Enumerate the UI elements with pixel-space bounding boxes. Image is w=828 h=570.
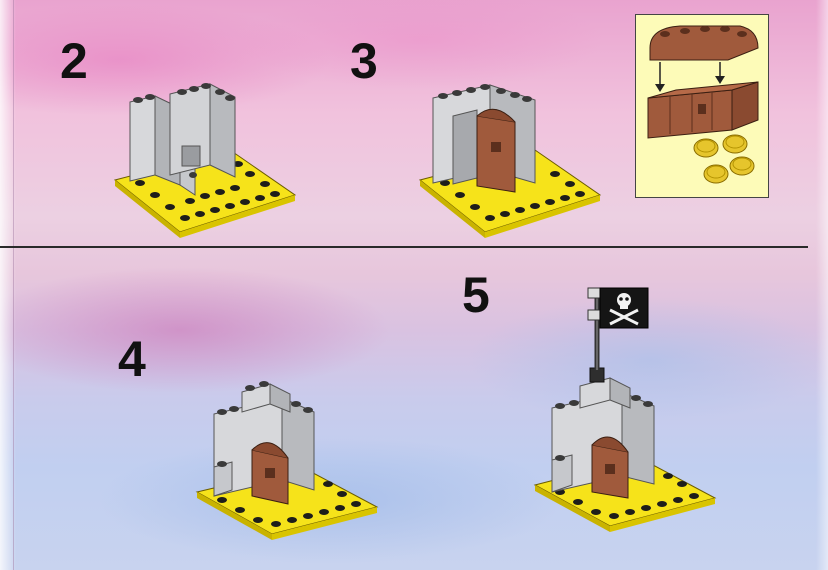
treasure-chest-icon xyxy=(647,25,759,139)
step-4-illustration xyxy=(195,381,379,540)
step-3-illustration xyxy=(418,84,602,238)
section-divider xyxy=(0,246,808,248)
step-5-illustration xyxy=(533,287,717,532)
page-fold-line xyxy=(13,0,14,570)
skull-crossbones-flag-icon xyxy=(587,287,649,329)
gold-coin-icon xyxy=(693,134,755,184)
page-fold-shadow xyxy=(0,0,16,570)
callout-illustration xyxy=(647,25,759,184)
down-arrow-icon xyxy=(655,62,725,92)
step-number-4: 4 xyxy=(118,331,146,387)
step-number-3: 3 xyxy=(350,33,378,89)
step-number-5: 5 xyxy=(462,267,490,323)
step-number-2: 2 xyxy=(60,33,88,89)
step-2-illustration xyxy=(113,83,297,238)
page-edge xyxy=(816,0,828,570)
